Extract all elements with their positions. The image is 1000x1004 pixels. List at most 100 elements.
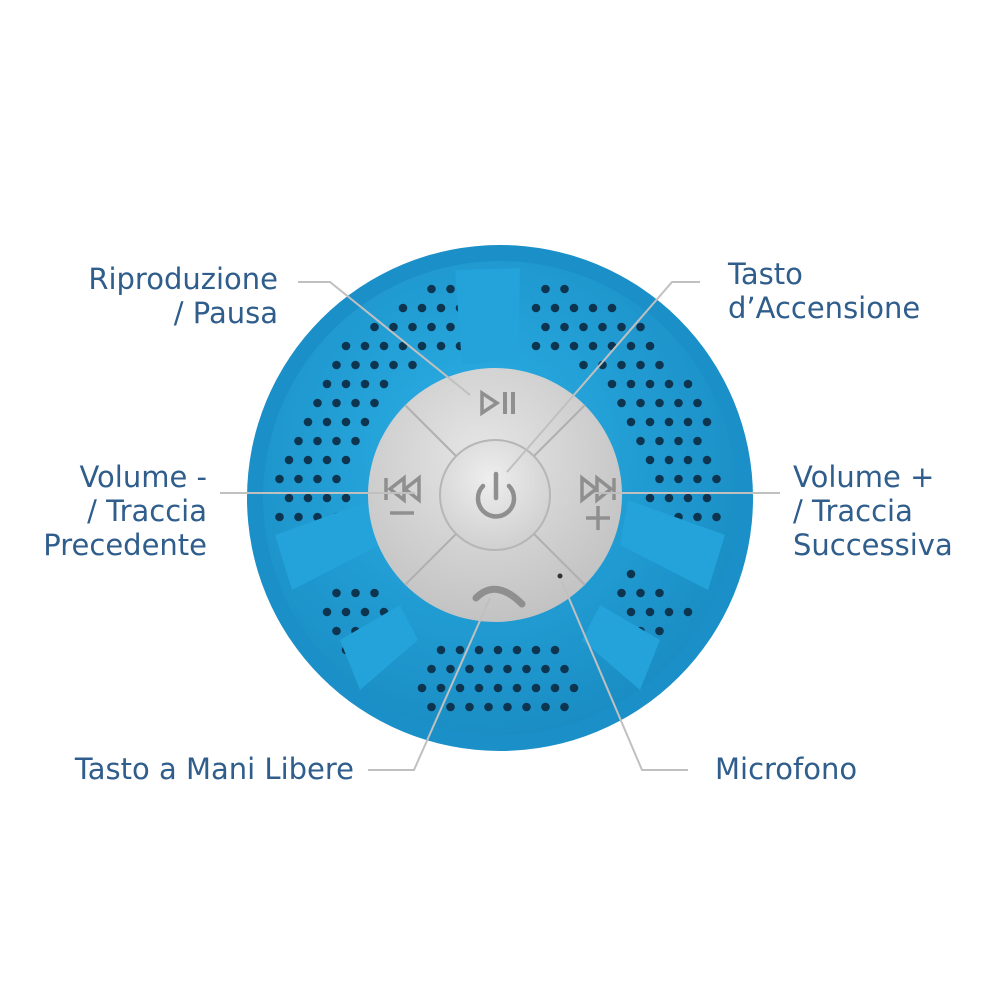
label-power-line1: Tasto	[728, 257, 803, 291]
grille-hole	[626, 341, 636, 351]
grille-hole	[531, 341, 541, 351]
grille-hole	[645, 455, 655, 465]
grille-hole	[655, 398, 664, 408]
plus-icon	[586, 506, 610, 530]
grille-hole	[607, 303, 617, 313]
grille-hole	[598, 360, 607, 370]
grille-hole	[693, 474, 702, 484]
label-volume-down-line2: / Traccia	[87, 494, 207, 528]
grille-hole	[332, 398, 341, 408]
grille-hole	[541, 284, 550, 294]
grille-hole	[550, 341, 560, 351]
grille-hole	[446, 664, 455, 674]
grille-hole	[322, 417, 332, 427]
grille-hole	[617, 588, 626, 598]
leader-hands-free	[368, 597, 491, 771]
grille-hole	[417, 303, 427, 313]
grille-hole	[341, 417, 351, 427]
grille-hole	[531, 303, 541, 313]
leader-microphone	[561, 581, 688, 771]
grille-hole	[636, 322, 645, 332]
grille-hole	[636, 588, 645, 598]
grille-hole	[484, 664, 493, 674]
panel-dividers	[404, 404, 586, 586]
grille-hole	[588, 303, 598, 313]
grille-hole	[484, 702, 493, 712]
grille-hole	[341, 379, 351, 389]
grille-hole	[550, 303, 560, 313]
grille-hole	[474, 683, 484, 693]
grille-hole	[626, 569, 636, 579]
grille-hole	[446, 284, 455, 294]
grille-hole	[674, 474, 683, 484]
grille-hole	[712, 474, 721, 484]
label-power: Tasto d’Accensione	[728, 257, 920, 325]
grille-hole	[417, 683, 427, 693]
leader-lines	[220, 281, 780, 771]
grille-hole	[341, 341, 351, 351]
grille-hole	[332, 360, 341, 370]
grille-hole	[512, 683, 522, 693]
grille-hole	[693, 398, 702, 408]
label-volume-up: Volume + / Traccia Successiva	[793, 460, 953, 562]
grille-hole	[322, 379, 332, 389]
phone-icon[interactable]	[472, 585, 526, 608]
grille-hole	[569, 683, 579, 693]
grille-hole	[588, 341, 598, 351]
grille-hole	[645, 607, 655, 617]
grille-hole	[332, 474, 341, 484]
grille-hole	[379, 341, 389, 351]
grille-hole	[398, 303, 408, 313]
grille-hole	[427, 284, 436, 294]
grille-hole	[474, 645, 484, 655]
grille-hole	[531, 645, 541, 655]
grille-hole	[313, 398, 322, 408]
grille-hole	[702, 455, 712, 465]
skip-next-icon[interactable]	[580, 474, 616, 504]
grille-hole	[294, 512, 303, 522]
grille-hole	[569, 341, 579, 351]
grille-hole	[322, 607, 332, 617]
grille-hole	[636, 360, 645, 370]
grille-hole	[436, 645, 446, 655]
grille-hole	[522, 664, 531, 674]
grille-hole	[379, 379, 389, 389]
grille-hole	[579, 322, 588, 332]
grille-hole	[417, 341, 427, 351]
grille-hole	[294, 436, 303, 446]
grille-hole	[332, 436, 341, 446]
grille-hole	[541, 702, 550, 712]
grille-hole	[607, 379, 617, 389]
label-microphone: Microfono	[715, 752, 857, 786]
grille-hole	[693, 512, 702, 522]
skip-previous-icon[interactable]	[384, 474, 421, 504]
grille-hole	[284, 455, 294, 465]
leader-power	[506, 281, 700, 473]
grille-hole	[560, 664, 569, 674]
grille-hole	[645, 493, 655, 503]
grille-hole	[360, 417, 370, 427]
grille-hole	[579, 360, 588, 370]
grille-hole	[465, 702, 474, 712]
label-power-line2: d’Accensione	[728, 291, 921, 325]
grille-hole	[617, 360, 626, 370]
grille-hole	[427, 664, 436, 674]
play-pause-icon[interactable]	[480, 389, 515, 417]
label-play-pause-line1: Riproduzione	[88, 262, 278, 296]
grille-hole	[683, 417, 693, 427]
leader-play-pause	[298, 281, 471, 396]
grille-hole	[465, 664, 474, 674]
grille-hole	[351, 398, 360, 408]
grille-hole	[674, 398, 683, 408]
power-icon	[475, 471, 517, 519]
grille-hole	[664, 607, 674, 617]
grille-hole	[351, 360, 360, 370]
grille-hole	[408, 322, 417, 332]
grille-hole	[712, 512, 721, 522]
grille-hole	[332, 588, 341, 598]
grille-hole	[389, 322, 398, 332]
label-volume-down: Volume - / Traccia Precedente	[43, 460, 207, 562]
grille-hole	[322, 455, 332, 465]
